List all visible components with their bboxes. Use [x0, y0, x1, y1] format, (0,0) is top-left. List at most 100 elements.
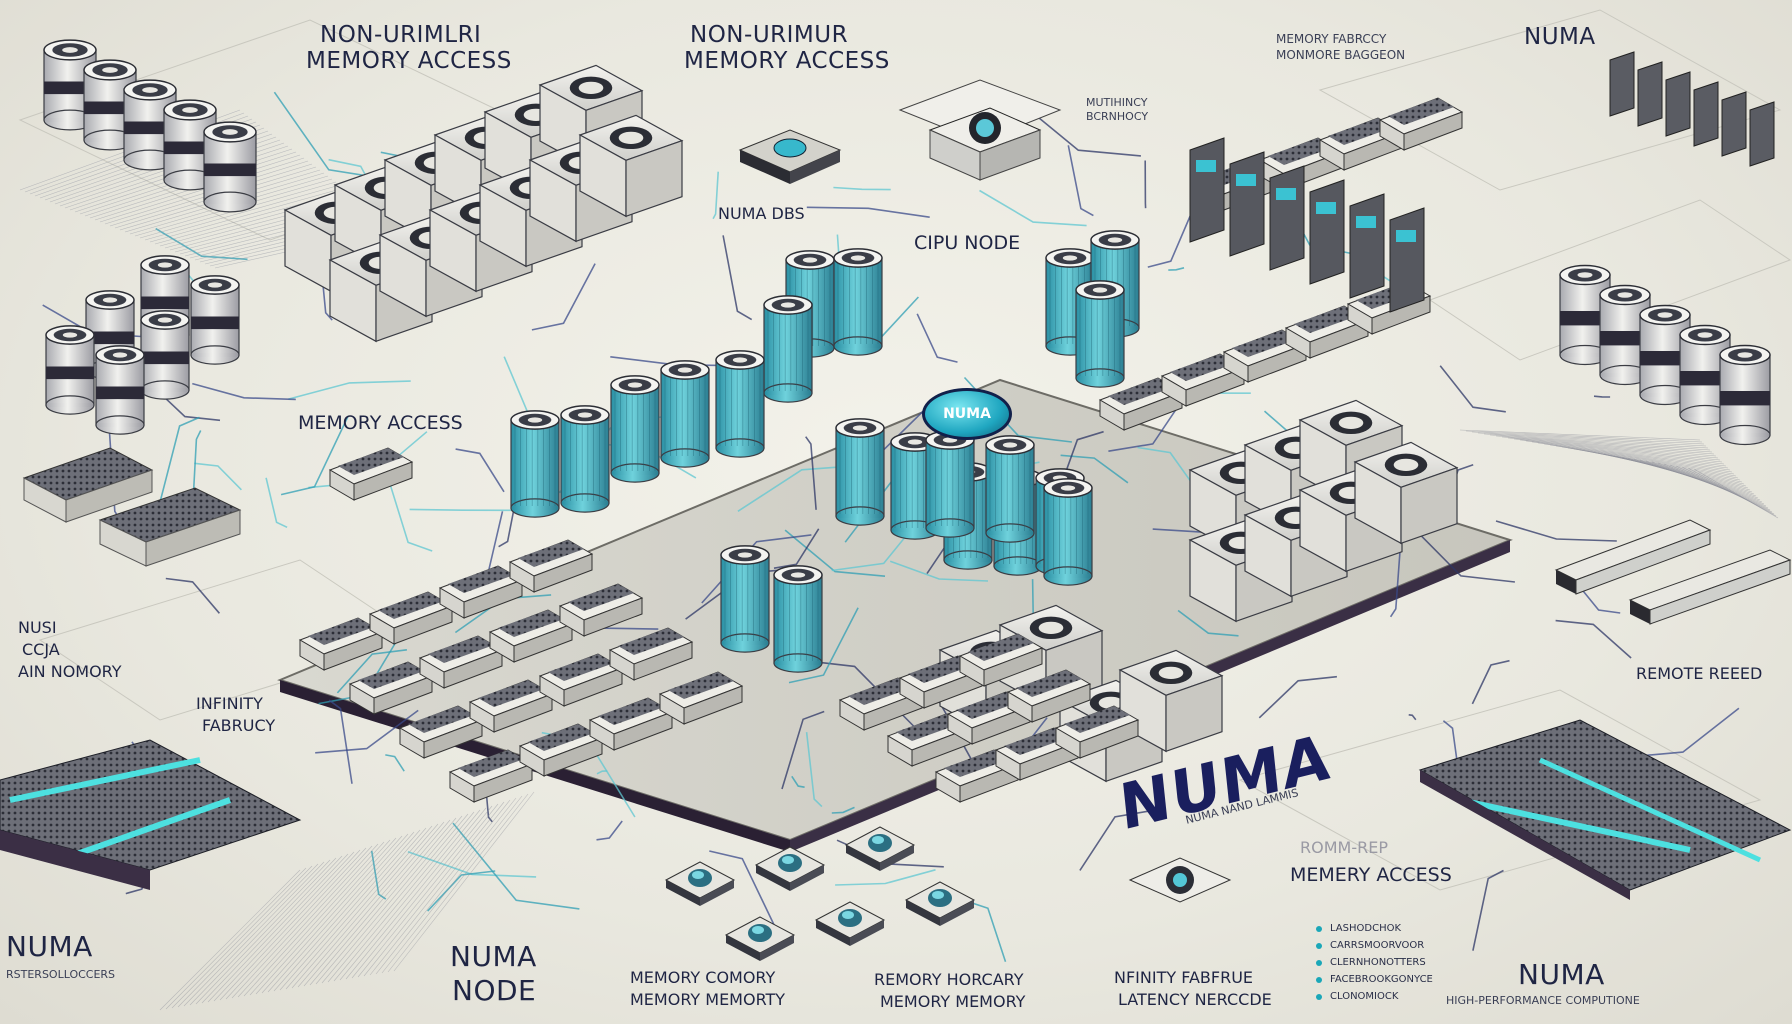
numa-node-line2: NODE — [452, 974, 537, 1007]
legend-item: CARRSMOORVOOR — [1316, 937, 1433, 954]
rem-rep-label: ROMM-REP — [1300, 838, 1388, 857]
top-center-title-line1: NON-URIMUR — [690, 22, 849, 48]
memory-module — [328, 447, 414, 501]
top-left-title-line2: MEMORY ACCESS — [306, 48, 512, 74]
cpu-node-icon — [898, 79, 1062, 181]
memory-module — [958, 633, 1044, 687]
memory-module — [608, 627, 694, 681]
storage-cylinder — [190, 275, 240, 365]
storage-cylinder — [1679, 324, 1731, 426]
cpu-node-label: CIPU NODE — [914, 232, 1021, 254]
processor-chip — [904, 881, 976, 926]
processor-chip — [814, 901, 886, 946]
legend-list: LASHODCHOK CARRSMOORVOOR CLERNHONOTTERS … — [1316, 920, 1433, 1005]
memory-module — [508, 539, 594, 593]
memory-module — [518, 723, 604, 777]
memory-module — [468, 679, 554, 733]
center-node-icon — [1128, 857, 1232, 903]
left-mid-line1: NUSI — [18, 618, 57, 637]
numa-node-line1: NUMA — [450, 940, 537, 973]
server-rack — [1665, 71, 1691, 137]
nfinity-line1: NFINITY FABFRUE — [1114, 968, 1254, 987]
memory-module — [438, 565, 524, 619]
memory-module — [588, 697, 674, 751]
storage-cylinder — [203, 121, 257, 213]
server-rack — [1693, 81, 1719, 147]
storage-cylinder — [45, 325, 95, 415]
storage-cylinder — [140, 310, 190, 400]
numa-dbs-icon — [738, 129, 842, 184]
processor-chip — [724, 916, 796, 961]
memory-module — [398, 705, 484, 759]
bottom-right-panel — [1418, 719, 1792, 900]
storage-cylinder — [1559, 264, 1611, 366]
storage-cylinder — [773, 565, 823, 673]
bottom-left-title: NUMA — [6, 930, 93, 963]
server-rack — [1349, 193, 1385, 299]
server-rack — [1189, 137, 1225, 243]
processor-chip — [664, 861, 736, 906]
storage-cylinder — [610, 375, 660, 483]
storage-cylinder — [1043, 478, 1093, 586]
bottom-right-subtitle: HIGH-PERFORMANCE COMPUTIONE — [1446, 994, 1640, 1007]
legend-item: FACEBROOKGONYCE — [1316, 971, 1433, 988]
processor-chip — [844, 826, 916, 871]
storage-cylinder — [720, 545, 770, 653]
server-rack — [1637, 61, 1663, 127]
numa-dbs-label: NUMA DBS — [718, 204, 805, 223]
server-rack — [1749, 101, 1775, 167]
storage-cylinder — [1075, 280, 1125, 388]
memory-module — [298, 617, 384, 671]
memory-module — [348, 661, 434, 715]
bottom-right-title: NUMA — [1518, 958, 1605, 991]
memory-comory-line2: MEMORY MEMORTY — [630, 990, 786, 1009]
server-rack — [1309, 179, 1345, 285]
remote-reed-label: REMOTE REEED — [1636, 664, 1763, 683]
remory-line2: MEMORY MEMORY — [880, 992, 1026, 1011]
storage-cylinder — [660, 360, 710, 468]
fan-module — [1353, 441, 1459, 545]
storage-cylinder — [890, 432, 940, 540]
numa-center-badge: NUMA — [922, 388, 1012, 440]
storage-cylinder — [510, 410, 560, 518]
memory-module — [658, 671, 744, 725]
top-right-title: NUMA — [1524, 24, 1596, 50]
legend-item: LASHODCHOK — [1316, 920, 1433, 937]
processor-chip — [754, 846, 826, 891]
multiincy-line1: MUTIHINCY — [1086, 96, 1148, 109]
server-rack — [1229, 151, 1265, 257]
server-rack — [1721, 91, 1747, 157]
server-rack — [1389, 207, 1425, 313]
storage-cylinder — [715, 350, 765, 458]
server-rack — [1609, 51, 1635, 117]
fan-module — [578, 114, 684, 218]
memory-module — [1378, 97, 1464, 151]
left-mid-line2: CCJA — [22, 640, 60, 659]
legend-item: CLERNHONOTTERS — [1316, 954, 1433, 971]
storage-cylinder — [925, 430, 975, 538]
memory-module — [488, 609, 574, 663]
bottom-left-subtitle: RSTERSOLLOCCERS — [6, 968, 116, 981]
memory-module — [558, 583, 644, 637]
storage-cylinder — [1719, 344, 1771, 446]
storage-cylinder — [163, 99, 217, 191]
legend-item: CLONOMIOCK — [1316, 988, 1433, 1005]
remory-line1: REMORY HORCARY — [874, 970, 1024, 989]
left-mid-line3: AIN NOMORY — [18, 662, 122, 681]
storage-cylinder — [835, 418, 885, 526]
storage-cylinder — [560, 405, 610, 513]
memory-access-left-label: MEMORY ACCESS — [298, 412, 463, 434]
bottom-left-panel — [0, 739, 302, 890]
memory-access-right-label: MEMERY ACCESS — [1290, 864, 1452, 886]
right-racks — [1189, 51, 1775, 313]
nfinity-line2: LATENCY NERCCDE — [1118, 990, 1272, 1009]
memory-comory-line1: MEMORY COMORY — [630, 968, 776, 987]
top-right-small-line1: MEMORY FABRCCY — [1276, 32, 1387, 46]
heatsink-blocks — [22, 447, 1792, 625]
memory-module — [1054, 705, 1140, 759]
storage-cylinder — [123, 79, 177, 171]
storage-cylinder — [985, 435, 1035, 543]
infinity-line1: INFINITY — [196, 694, 263, 713]
